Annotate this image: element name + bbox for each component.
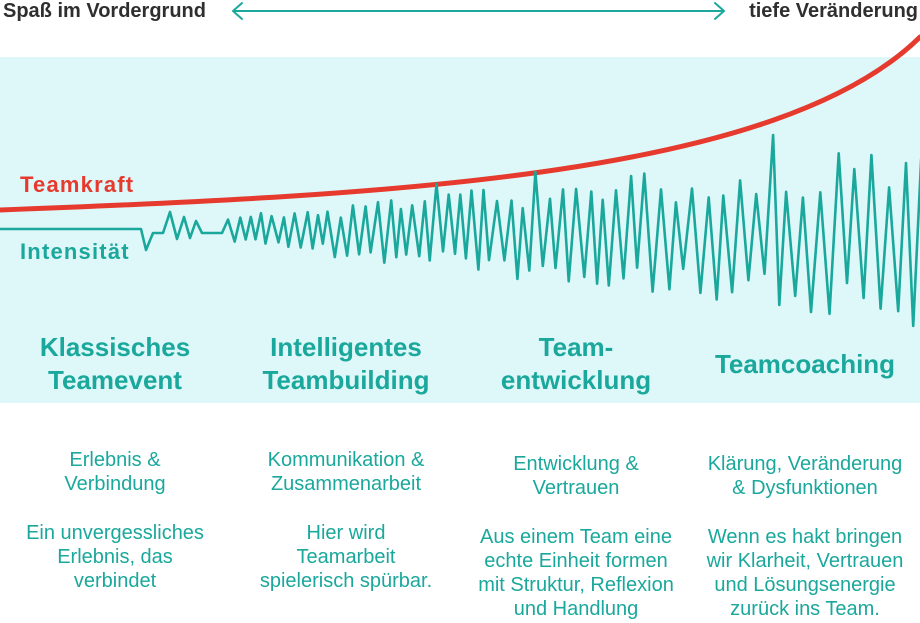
description-line: Hier wird <box>306 522 386 544</box>
focus-line: Verbindung <box>64 473 166 495</box>
focus-text: Entwicklung & Vertrauen <box>462 452 690 500</box>
column-heading: Teamcoaching <box>691 331 919 397</box>
scale-left-label: Spaß im Vordergrund <box>3 0 206 22</box>
heading-line: entwicklung <box>500 365 652 395</box>
double-arrow <box>232 2 725 20</box>
description-line: und Lösungsenergie <box>714 574 896 596</box>
arrow-head-left <box>232 2 243 20</box>
teamkraft-curve <box>0 34 920 213</box>
scale-right-label: tiefe Veränderung <box>749 0 918 22</box>
focus-line: Vertrauen <box>532 477 620 499</box>
focus-text: Klärung, Veränderung & Dysfunktionen <box>691 452 919 500</box>
description-line: verbindet <box>73 570 157 592</box>
description-text: Hier wird Teamarbeit spielerisch spürbar… <box>232 521 460 593</box>
focus-line: & Dysfunktionen <box>732 477 878 499</box>
description-line: Wenn es hakt bringen <box>707 526 903 548</box>
column-heading: Team- entwicklung <box>462 331 690 397</box>
column-klassisches-teamevent: Klassisches Teamevent Erlebnis & Verbind… <box>1 0 229 623</box>
column-teamentwicklung: Team- entwicklung Entwicklung & Vertraue… <box>462 0 690 623</box>
description-line: Erlebnis, das <box>57 546 173 568</box>
description-text: Ein unvergessliches Erlebnis, das verbin… <box>1 521 229 593</box>
description-line: zurück ins Team. <box>730 598 880 620</box>
column-intelligentes-teambuilding: Intelligentes Teambuilding Kommunikation… <box>232 0 460 623</box>
description-line: echte Einheit formen <box>484 550 668 572</box>
heading-line: Teambuilding <box>262 365 430 395</box>
focus-line: Entwicklung & <box>513 453 639 475</box>
focus-text: Erlebnis & Verbindung <box>1 448 229 496</box>
description-line: mit Struktur, Reflexion <box>478 574 674 596</box>
intensitaet-label: Intensität <box>20 239 130 264</box>
description-text: Wenn es hakt bringen wir Klarheit, Vertr… <box>691 525 919 621</box>
description-line: spielerisch spürbar. <box>259 570 433 592</box>
description-line: wir Klarheit, Vertrauen <box>706 550 904 572</box>
teamkraft-label: Teamkraft <box>20 172 135 197</box>
column-teamcoaching: Teamcoaching Klärung, Veränderung & Dysf… <box>691 0 919 623</box>
heading-line: Klassisches <box>39 332 191 362</box>
description-text: Aus einem Team eine echte Einheit formen… <box>462 525 690 621</box>
focus-line: Klärung, Veränderung <box>707 453 903 475</box>
heading-line: Team- <box>538 332 614 362</box>
arrow-head-right <box>714 2 725 20</box>
heading-line: Teamcoaching <box>714 348 896 379</box>
heading-line: Teamevent <box>48 365 182 395</box>
focus-text: Kommunikation & Zusammenarbeit <box>232 448 460 496</box>
column-heading: Klassisches Teamevent <box>1 331 229 397</box>
heading-line: Intelligentes <box>270 332 422 362</box>
intensitaet-line <box>0 133 920 328</box>
description-line: Aus einem Team eine <box>480 526 672 548</box>
column-heading: Intelligentes Teambuilding <box>232 331 460 397</box>
description-line: Teamarbeit <box>296 546 396 568</box>
description-line: Ein unvergessliches <box>26 522 204 544</box>
focus-line: Erlebnis & <box>69 449 161 471</box>
focus-line: Kommunikation & <box>267 449 425 471</box>
focus-line: Zusammenarbeit <box>270 473 422 495</box>
description-line: und Handlung <box>513 598 639 620</box>
